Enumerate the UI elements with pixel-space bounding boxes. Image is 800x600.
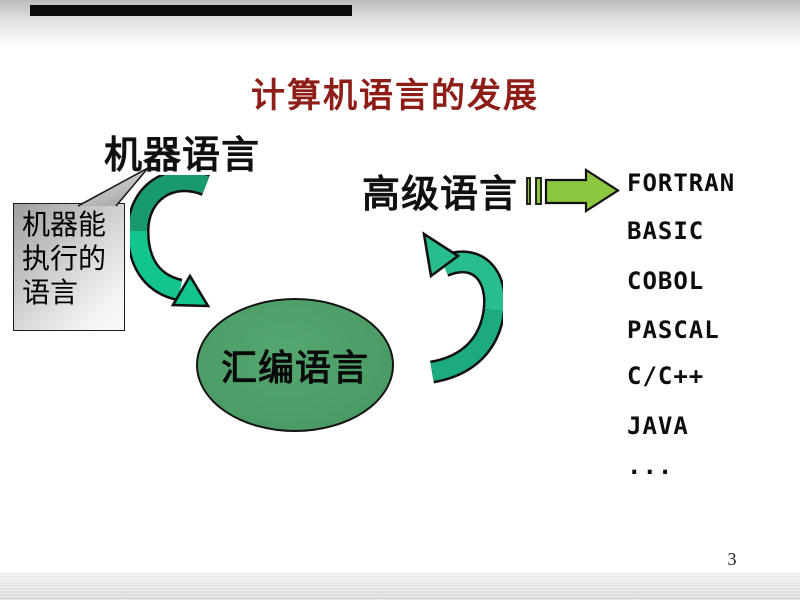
cycle-arrow-up-icon [422,231,503,384]
top-black-bar [30,5,352,16]
callout-line: 机器能 [22,210,107,241]
assembly-language-label: 汇编语言 [220,348,369,388]
striped-right-arrow-icon [526,167,621,213]
language-item: C/C++ [627,362,705,390]
bottom-gradient-band [0,572,800,600]
language-list: FORTRAN BASIC COBOL PASCAL C/C++ JAVA ..… [627,0,797,600]
language-item: JAVA [627,412,689,440]
machine-language-label: 机器语言 [104,135,261,177]
cycle-arrow-down-icon [130,175,211,308]
callout-pointer-icon [77,167,149,207]
assembly-language-ellipse: 汇编语言 [196,298,394,432]
callout-text: 机器能 执行的 语言 [22,209,106,311]
page-number: 3 [727,549,737,569]
language-item: FORTRAN [627,169,736,197]
language-item: ... [627,452,674,480]
language-item: PASCAL [627,316,720,344]
callout-box: 机器能 执行的 语言 [13,203,125,331]
callout-line: 语言 [22,278,79,309]
language-item: COBOL [627,267,705,295]
language-item: BASIC [627,217,705,245]
slide-title: 计算机语言的发展 [251,78,539,115]
high-level-language-label: 高级语言 [362,174,519,216]
callout-line: 执行的 [22,244,107,275]
